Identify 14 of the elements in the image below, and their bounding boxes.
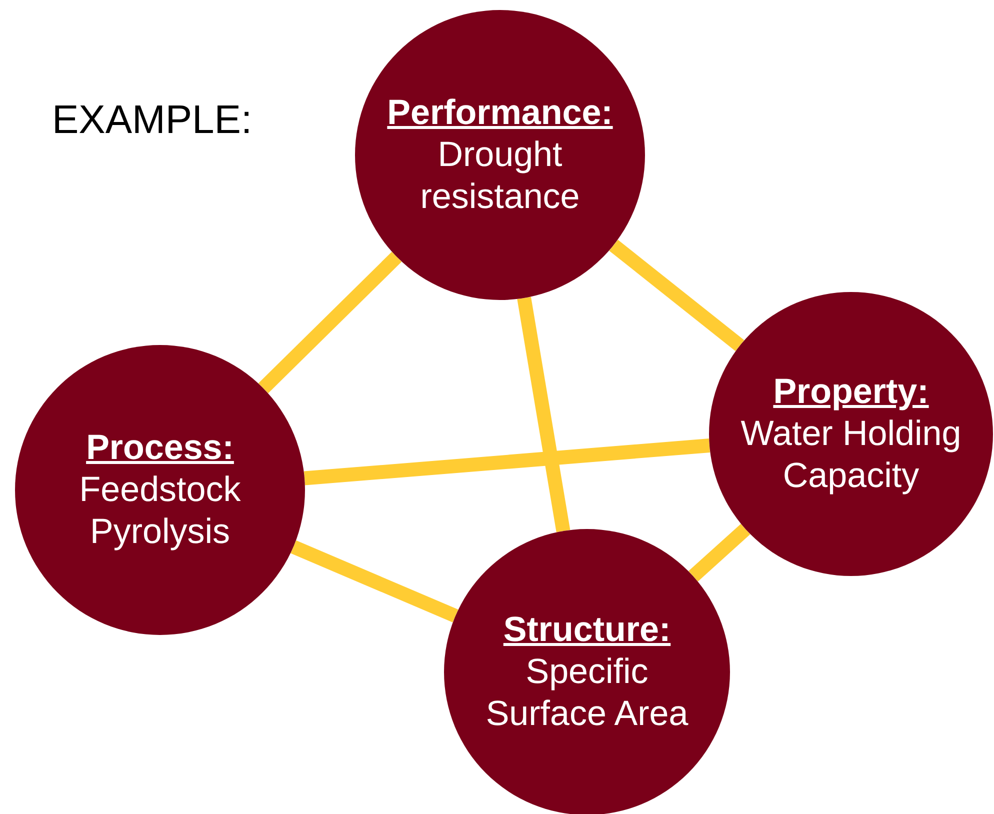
node-text: Drought resistance bbox=[419, 134, 581, 218]
connector-line bbox=[688, 524, 750, 582]
node-heading: Structure: bbox=[503, 609, 671, 651]
connector-line bbox=[609, 240, 744, 352]
node-heading: Performance: bbox=[387, 92, 613, 134]
node-text: Feedstock Pyrolysis bbox=[78, 469, 242, 553]
example-label: EXAMPLE: bbox=[52, 98, 252, 143]
connector-line bbox=[258, 252, 402, 394]
node-heading: Process: bbox=[86, 427, 234, 469]
connector-line bbox=[517, 296, 570, 532]
node-heading: Property: bbox=[773, 371, 929, 413]
node-text: Water Holding Capacity bbox=[740, 413, 962, 497]
node-text: Specific Surface Area bbox=[484, 651, 690, 735]
connector-line bbox=[304, 438, 710, 486]
